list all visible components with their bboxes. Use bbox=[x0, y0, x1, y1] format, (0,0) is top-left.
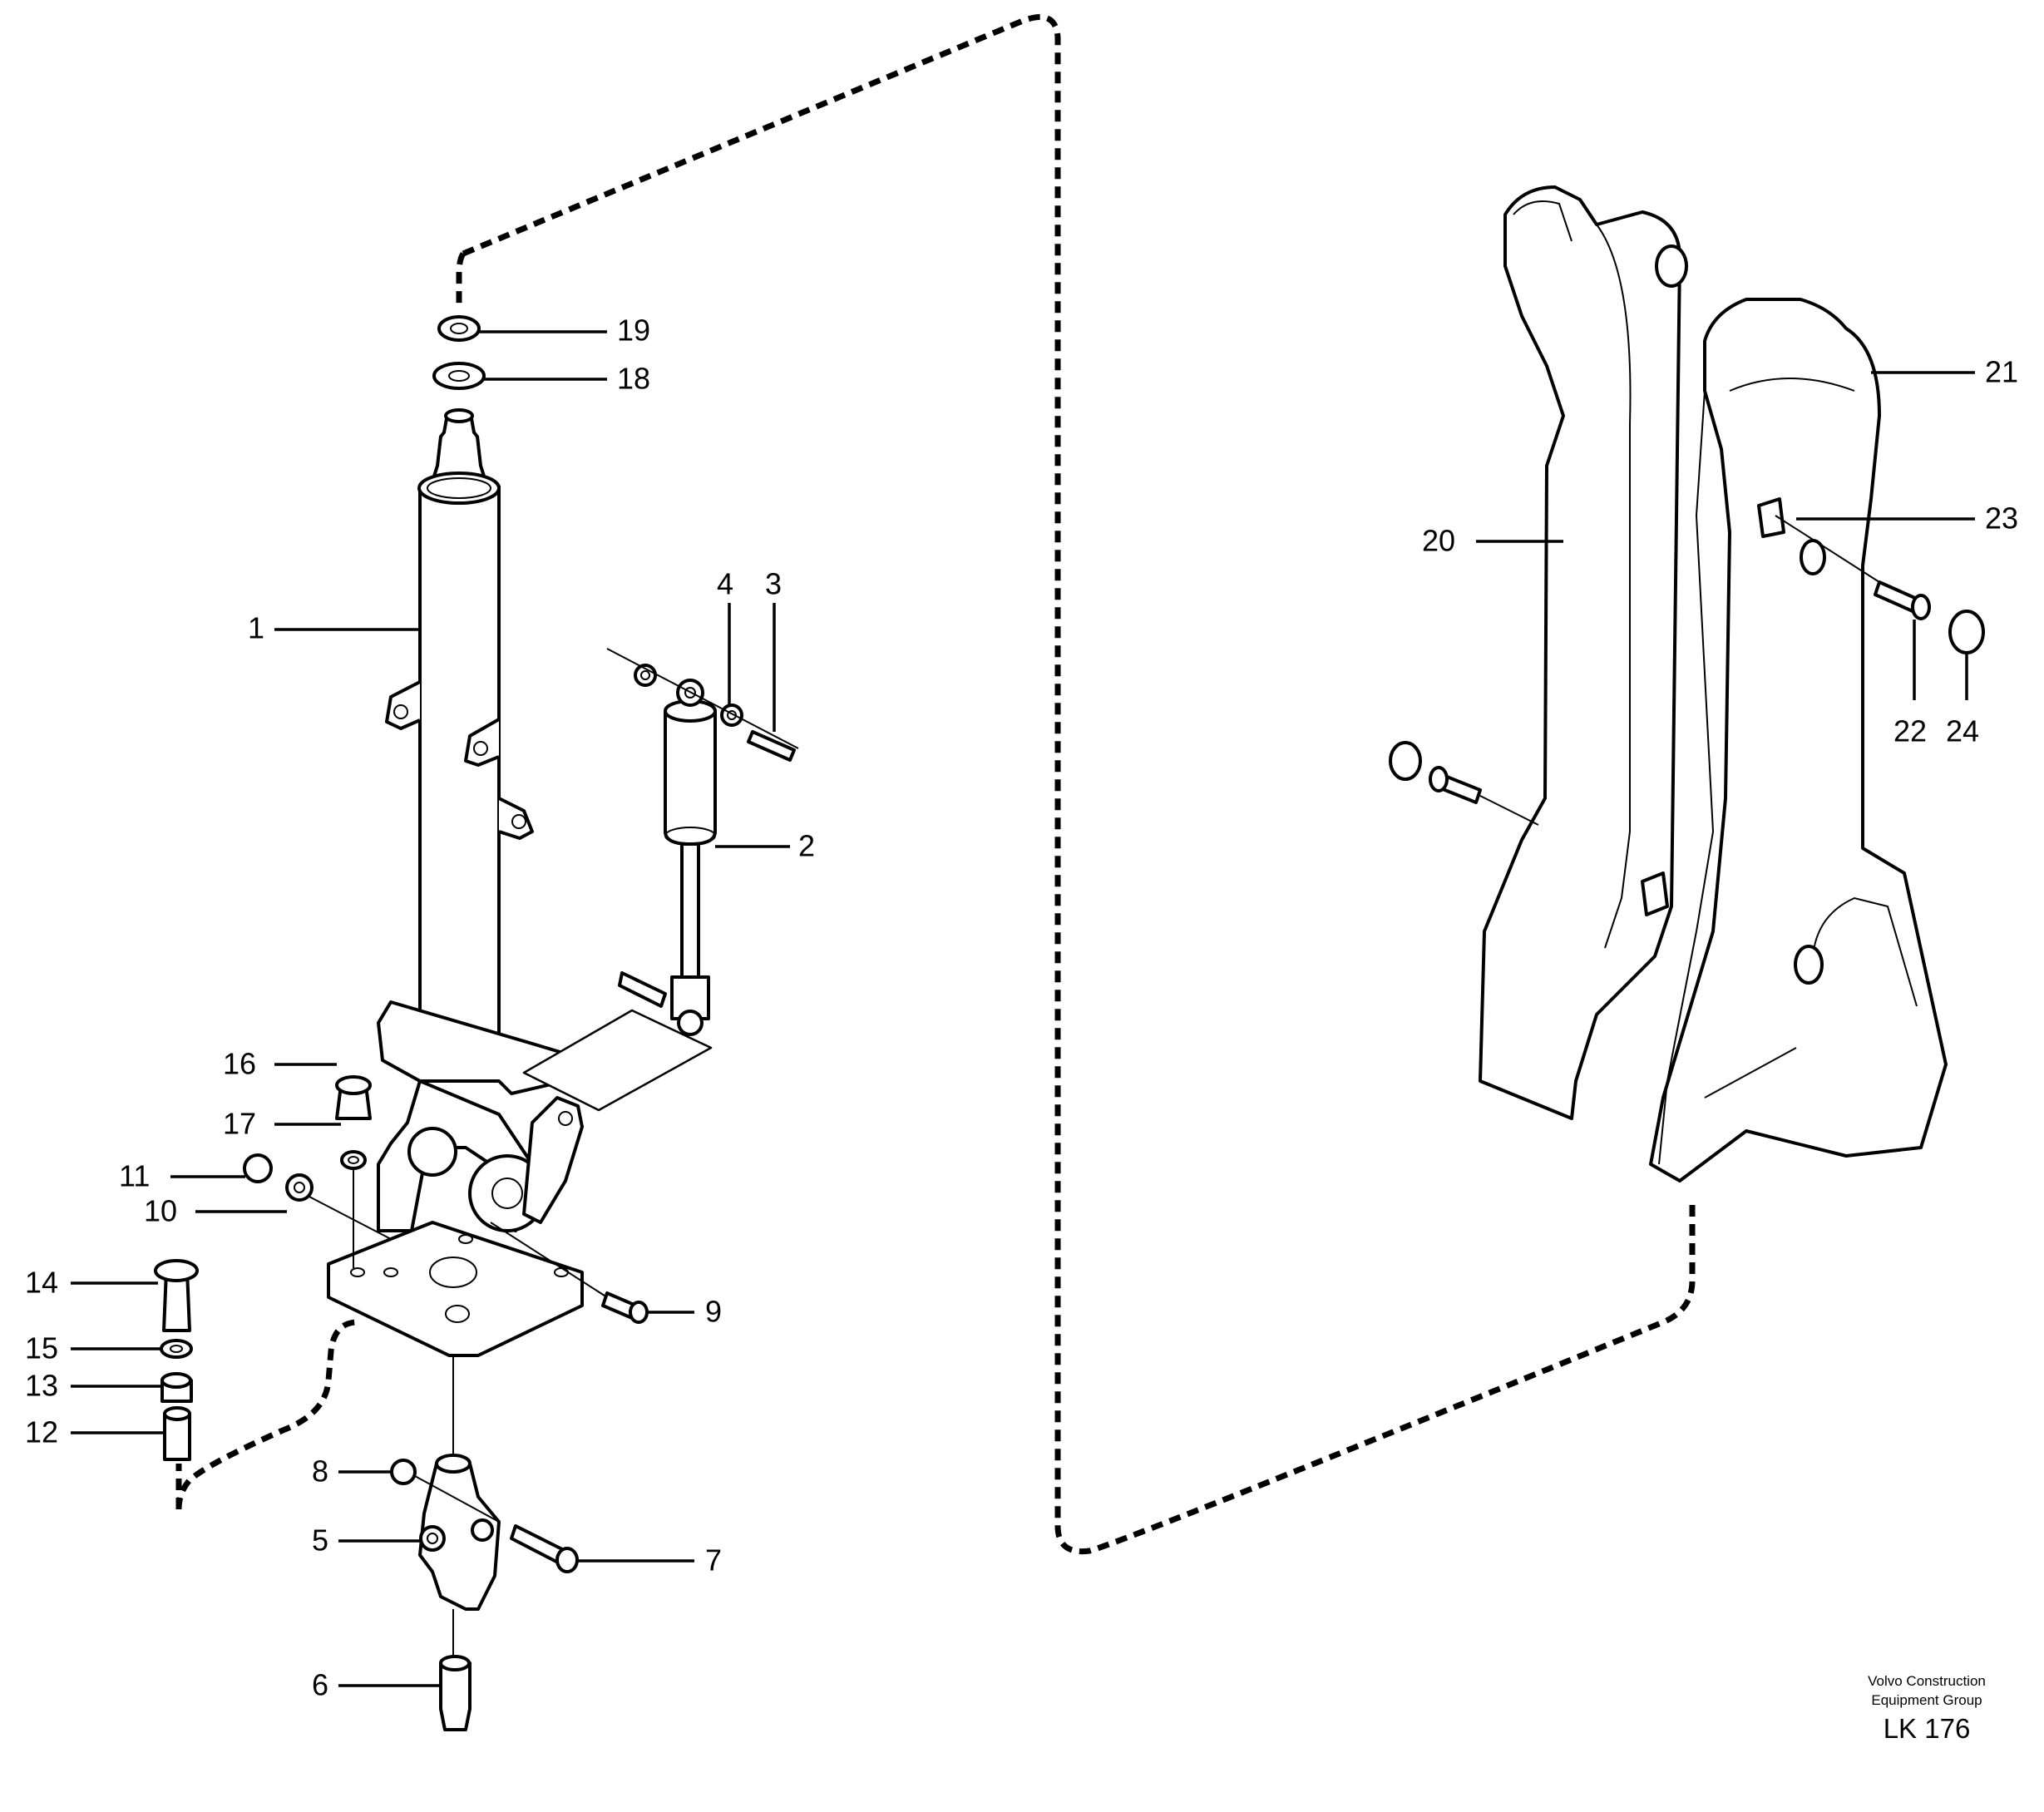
callout-12: 12 bbox=[25, 1415, 58, 1449]
callout-17: 17 bbox=[223, 1107, 256, 1141]
cover-20-shape bbox=[1479, 185, 1681, 1120]
base-plate-shape bbox=[327, 1221, 584, 1357]
steering-column-assembly bbox=[154, 315, 799, 1731]
nut-19-shape bbox=[437, 315, 481, 342]
callout-16: 16 bbox=[223, 1047, 256, 1081]
callout-labels: 19 18 1 4 3 2 16 17 11 10 14 15 13 12 9 … bbox=[25, 314, 2018, 1702]
callout-15: 15 bbox=[25, 1331, 58, 1365]
callout-7: 7 bbox=[705, 1543, 722, 1577]
assembly-boundary-dashed bbox=[175, 14, 1696, 1555]
drawing-reference: LK 176 bbox=[1884, 1713, 1971, 1744]
callout-20: 20 bbox=[1422, 524, 1455, 558]
pin-3-shape bbox=[747, 730, 796, 762]
credit-group: Equipment Group bbox=[1871, 1692, 1982, 1708]
assembly-boundary-top bbox=[456, 251, 466, 309]
cover-21-shape bbox=[1649, 298, 1948, 1182]
credit-block: Volvo Construction Equipment Group LK 17… bbox=[1868, 1673, 1986, 1744]
callout-10: 10 bbox=[144, 1194, 177, 1228]
callout-2: 2 bbox=[798, 829, 815, 863]
callout-6: 6 bbox=[312, 1668, 328, 1702]
callout-13: 13 bbox=[25, 1369, 58, 1403]
credit-company: Volvo Construction bbox=[1868, 1673, 1986, 1689]
callout-11: 11 bbox=[119, 1159, 150, 1193]
callout-21: 21 bbox=[1985, 355, 2018, 389]
valve-5-shape bbox=[418, 1462, 501, 1611]
washer-18-shape bbox=[432, 362, 486, 390]
callout-14: 14 bbox=[25, 1266, 58, 1300]
cover-assembly bbox=[1389, 185, 1985, 1182]
screw-22-shape bbox=[1874, 580, 1918, 613]
column-tube-shape bbox=[418, 485, 501, 1083]
plug-24-shape bbox=[1948, 610, 1985, 654]
fitting-6-shape bbox=[439, 1661, 472, 1731]
callout-8: 8 bbox=[312, 1454, 328, 1489]
callout-19: 19 bbox=[617, 314, 650, 348]
callout-1: 1 bbox=[248, 611, 264, 645]
callout-3: 3 bbox=[765, 567, 782, 601]
callout-24: 24 bbox=[1946, 714, 1979, 748]
callout-23: 23 bbox=[1985, 501, 2018, 536]
callout-5: 5 bbox=[312, 1523, 328, 1558]
callout-22: 22 bbox=[1893, 714, 1927, 748]
gas-spring-2-shape bbox=[664, 709, 717, 846]
leader-lines bbox=[71, 330, 1975, 1687]
callout-4: 4 bbox=[717, 567, 733, 601]
callout-18: 18 bbox=[617, 362, 650, 396]
callout-9: 9 bbox=[705, 1295, 722, 1329]
